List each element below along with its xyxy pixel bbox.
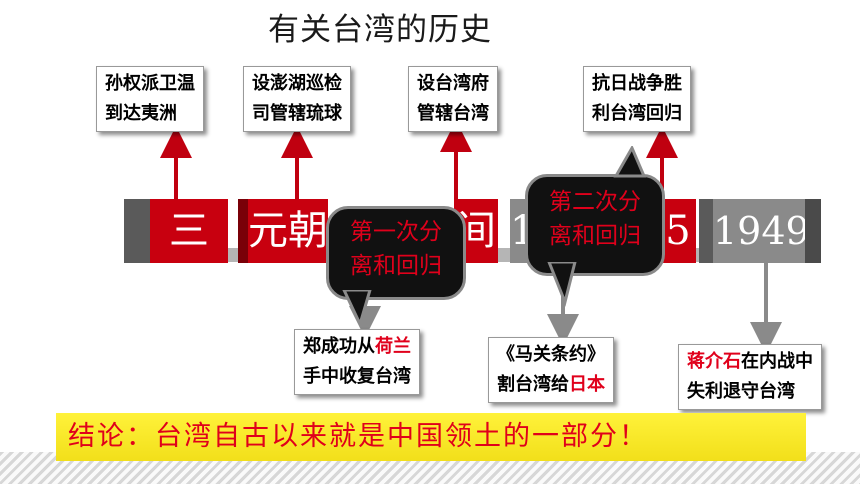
block-side <box>805 199 821 263</box>
block-side <box>124 199 152 263</box>
bubble-first-separation: 第一次分 离和回归 <box>326 206 466 300</box>
page-title: 有关台湾的历史 <box>268 12 492 48</box>
event-line: 设澎湖巡检 <box>252 73 342 94</box>
event-kangri: 抗日战争胜 利台湾回归 <box>583 66 691 132</box>
period-block-sanguo: 三国 <box>150 199 228 263</box>
bubble-line: 离和回归 <box>350 253 442 279</box>
event-line: 管辖台湾 <box>417 103 489 124</box>
event-line: 割台湾给日本 <box>497 370 605 400</box>
event-line: 司管辖琉球 <box>252 103 342 124</box>
event-text-red: 荷兰 <box>375 336 411 357</box>
event-sunquan: 孙权派卫温 到达夷洲 <box>96 66 204 132</box>
event-text-red: 蒋介石 <box>687 351 741 372</box>
event-line: 抗日战争胜 <box>592 73 682 94</box>
block-side <box>238 199 250 263</box>
period-block-yuan: 元朝 <box>248 199 328 263</box>
event-line: 《马关条约》 <box>497 344 605 365</box>
event-line: 利台湾回归 <box>592 103 682 124</box>
event-text-red: 日本 <box>569 374 605 395</box>
event-line: 到达夷洲 <box>105 103 177 124</box>
event-maguan: 《马关条约》 割台湾给日本 <box>488 337 614 403</box>
event-line: 蒋介石在内战中 <box>687 347 813 377</box>
bubble-second-separation: 第二次分 离和回归 <box>525 174 665 276</box>
event-line: 失利退守台湾 <box>687 381 795 402</box>
event-line: 郑成功从荷兰 <box>303 332 411 362</box>
event-line: 孙权派卫温 <box>105 73 195 94</box>
bubble-line: 第二次分 <box>549 189 641 215</box>
conclusion-banner: 结论：台湾自古以来就是中国领土的一部分！ <box>56 413 806 461</box>
event-line: 设台湾府 <box>417 73 489 94</box>
event-text: 割台湾给 <box>497 374 569 395</box>
event-line: 手中收复台湾 <box>303 366 411 387</box>
period-block-1949: 1949 <box>713 199 805 263</box>
bubble-tail <box>613 146 647 178</box>
event-text: 在内战中 <box>741 351 813 372</box>
bubble-tail <box>547 262 577 307</box>
block-side <box>699 199 713 263</box>
period-block-1945: 5 <box>660 199 696 263</box>
bubble-tail <box>342 290 372 329</box>
event-penghu: 设澎湖巡检 司管辖琉球 <box>243 66 351 132</box>
event-jiangjieshi: 蒋介石在内战中 失利退守台湾 <box>678 344 822 410</box>
event-zhengchenggong: 郑成功从荷兰 手中收复台湾 <box>294 329 420 395</box>
bubble-line: 离和回归 <box>549 223 641 249</box>
event-text: 郑成功从 <box>303 336 375 357</box>
event-taiwanfu: 设台湾府 管辖台湾 <box>408 66 498 132</box>
bubble-line: 第一次分 <box>350 219 442 245</box>
